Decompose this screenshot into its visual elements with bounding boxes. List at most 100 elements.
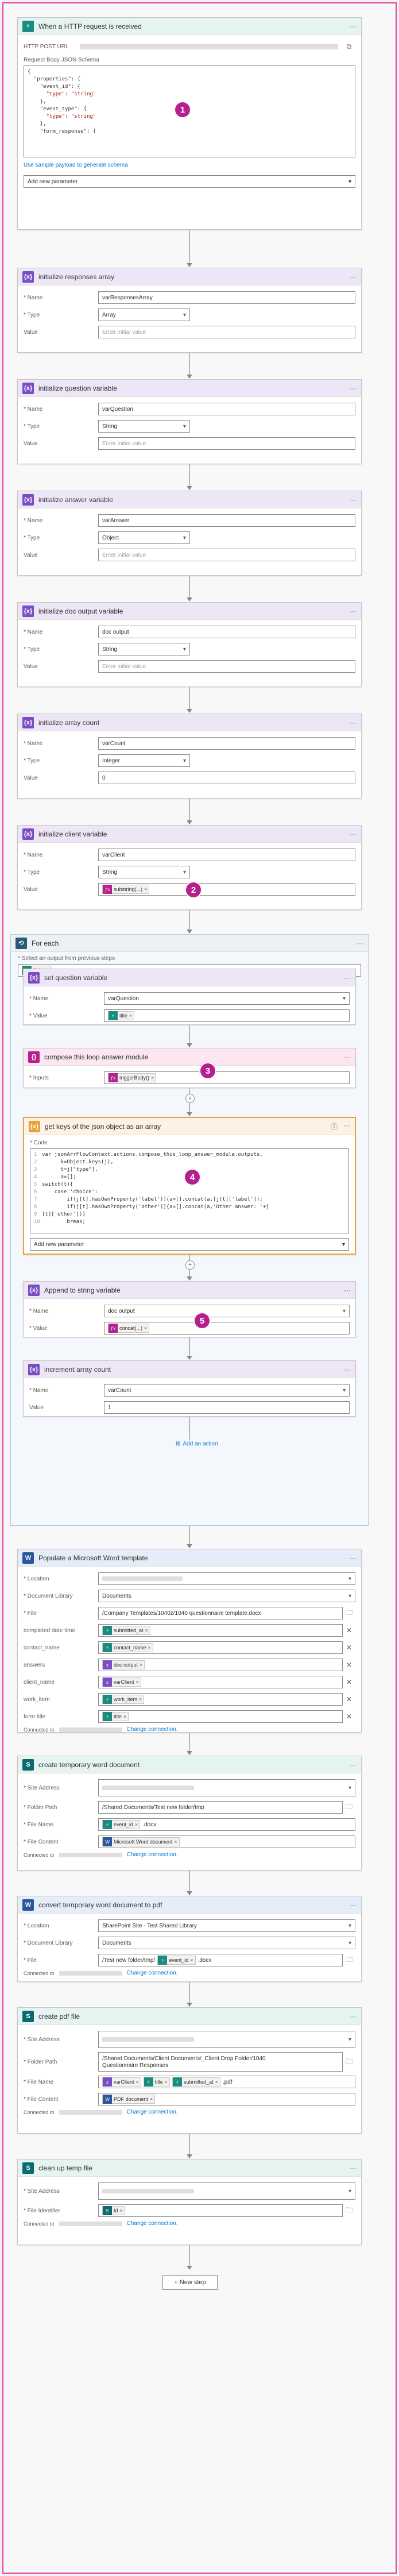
- file-field[interactable]: /Company Templates/1040z/1040 questionna…: [98, 1607, 343, 1619]
- name-field[interactable]: varAnswer: [98, 514, 355, 527]
- http-trigger-header[interactable]: ⚡ When a HTTP request is received ···: [18, 18, 361, 35]
- word-template-header[interactable]: W Populate a Microsoft Word template ···: [18, 1549, 361, 1567]
- more-options-icon[interactable]: ···: [350, 384, 357, 392]
- remove-token-icon[interactable]: ×: [215, 2079, 218, 2085]
- type-select[interactable]: Integer: [98, 754, 190, 767]
- delete-icon[interactable]: ✕: [346, 1661, 352, 1669]
- name-field[interactable]: varResponsesArray: [98, 291, 355, 304]
- remove-token-icon[interactable]: ×: [119, 2208, 123, 2213]
- remove-token-icon[interactable]: ×: [164, 2079, 168, 2085]
- event-id-token[interactable]: ⚡event_id×: [157, 1956, 196, 1965]
- init-client-header[interactable]: {x} initialize client variable ···: [18, 826, 361, 843]
- more-options-icon[interactable]: ···: [350, 1553, 357, 1562]
- remove-token-icon[interactable]: ×: [144, 886, 148, 892]
- remove-token-icon[interactable]: ×: [135, 1679, 139, 1685]
- init-responses-header[interactable]: {x} initialize responses array ···: [18, 268, 361, 286]
- name-select[interactable]: varQuestion: [104, 992, 350, 1005]
- name-field[interactable]: doc output: [98, 626, 355, 638]
- submitted-at-token[interactable]: ⚡submitted_at×: [172, 2077, 220, 2087]
- insert-step-button[interactable]: +: [185, 1260, 195, 1270]
- dynamic-token[interactable]: ⚡submitted_at×: [102, 1626, 150, 1635]
- more-options-icon[interactable]: ···: [350, 272, 357, 281]
- change-connection-link[interactable]: Change connection.: [126, 2109, 178, 2115]
- add-parameter-dropdown[interactable]: Add new parameter▾: [30, 1238, 349, 1251]
- name-field[interactable]: varQuestion: [98, 403, 355, 415]
- remove-token-icon[interactable]: ×: [174, 1839, 177, 1845]
- value-field[interactable]: ⚡title×: [104, 1009, 350, 1022]
- remove-token-icon[interactable]: ×: [190, 1957, 193, 1963]
- type-select[interactable]: Object: [98, 531, 190, 544]
- value-field[interactable]: Enter initial value: [98, 549, 355, 561]
- location-select[interactable]: SharePoint Site - Test Shared Library: [98, 1919, 355, 1932]
- folder-icon[interactable]: 🗀: [345, 1802, 352, 1811]
- append-header[interactable]: {x} Append to string variable ···: [24, 1282, 355, 1299]
- more-options-icon[interactable]: ···: [350, 1900, 357, 1909]
- more-options-icon[interactable]: ···: [350, 718, 357, 727]
- event-id-token[interactable]: ⚡event_id×: [102, 1820, 141, 1829]
- more-options-icon[interactable]: ···: [344, 1286, 351, 1294]
- delete-icon[interactable]: ✕: [346, 1644, 352, 1652]
- remove-token-icon[interactable]: ×: [129, 1013, 133, 1019]
- more-options-icon[interactable]: ···: [350, 2012, 357, 2020]
- title-token[interactable]: ⚡title×: [143, 2077, 171, 2087]
- template-field-value[interactable]: ⚡submitted_at×: [98, 1624, 343, 1637]
- more-options-icon[interactable]: ···: [343, 1121, 350, 1129]
- template-field-value[interactable]: ⚡title×: [98, 1710, 343, 1723]
- dynamic-token[interactable]: ⚡title×: [102, 1712, 129, 1721]
- name-select[interactable]: doc output: [104, 1305, 350, 1317]
- delete-icon[interactable]: ✕: [346, 1678, 352, 1686]
- type-select[interactable]: String: [98, 420, 190, 433]
- value-field[interactable]: Enter initial value: [98, 326, 355, 338]
- change-connection-link[interactable]: Change connection.: [126, 1726, 178, 1733]
- init-doc-header[interactable]: {x} initialize doc output variable ···: [18, 603, 361, 620]
- add-action-button[interactable]: ⊞Add an action: [176, 1441, 218, 1447]
- type-select[interactable]: Array: [98, 308, 190, 321]
- remove-token-icon[interactable]: ×: [144, 1325, 148, 1331]
- type-select[interactable]: String: [98, 866, 190, 878]
- site-select[interactable]: [98, 2031, 355, 2048]
- remove-token-icon[interactable]: ×: [135, 1822, 138, 1827]
- remove-token-icon[interactable]: ×: [139, 1696, 142, 1702]
- more-options-icon[interactable]: ···: [350, 607, 357, 615]
- delete-icon[interactable]: ✕: [346, 1713, 352, 1721]
- name-field[interactable]: varCount: [98, 737, 355, 750]
- title-token[interactable]: ⚡title×: [108, 1011, 135, 1020]
- insert-step-button[interactable]: +: [185, 1094, 195, 1103]
- more-options-icon[interactable]: ···: [357, 939, 363, 947]
- dynamic-token[interactable]: ⚡work_item×: [102, 1695, 145, 1704]
- remove-token-icon[interactable]: ×: [140, 1662, 143, 1668]
- delete-icon[interactable]: ✕: [346, 1626, 352, 1634]
- add-parameter-dropdown[interactable]: Add new parameter▾: [24, 175, 355, 188]
- new-step-button[interactable]: + New step: [162, 2275, 218, 2290]
- delete-icon[interactable]: ✕: [346, 1695, 352, 1703]
- change-connection-link[interactable]: Change connection.: [126, 2220, 178, 2227]
- remove-token-icon[interactable]: ×: [123, 1714, 127, 1719]
- getkeys-header[interactable]: {x} get keys of the json object as an ar…: [24, 1118, 355, 1135]
- site-select[interactable]: [98, 2182, 355, 2200]
- copy-icon[interactable]: ⧉: [346, 42, 352, 51]
- foreach-header[interactable]: ⟲ For each ···: [11, 935, 368, 952]
- cleanup-header[interactable]: S clean up temp file ···: [18, 2159, 361, 2177]
- folder-icon[interactable]: 🗀: [345, 1608, 352, 1617]
- sample-payload-link[interactable]: Use sample payload to generate schema: [24, 162, 128, 168]
- create-pdf-header[interactable]: S create pdf file ···: [18, 2008, 361, 2025]
- more-options-icon[interactable]: ···: [350, 1760, 357, 1769]
- folder-icon[interactable]: 🗀: [345, 2205, 352, 2214]
- name-field[interactable]: varClient: [98, 849, 355, 861]
- folder-field[interactable]: /Shared Documents/Client Documents/_Clie…: [98, 2052, 343, 2072]
- compose-header[interactable]: {} compose this loop answer module ···: [24, 1048, 355, 1066]
